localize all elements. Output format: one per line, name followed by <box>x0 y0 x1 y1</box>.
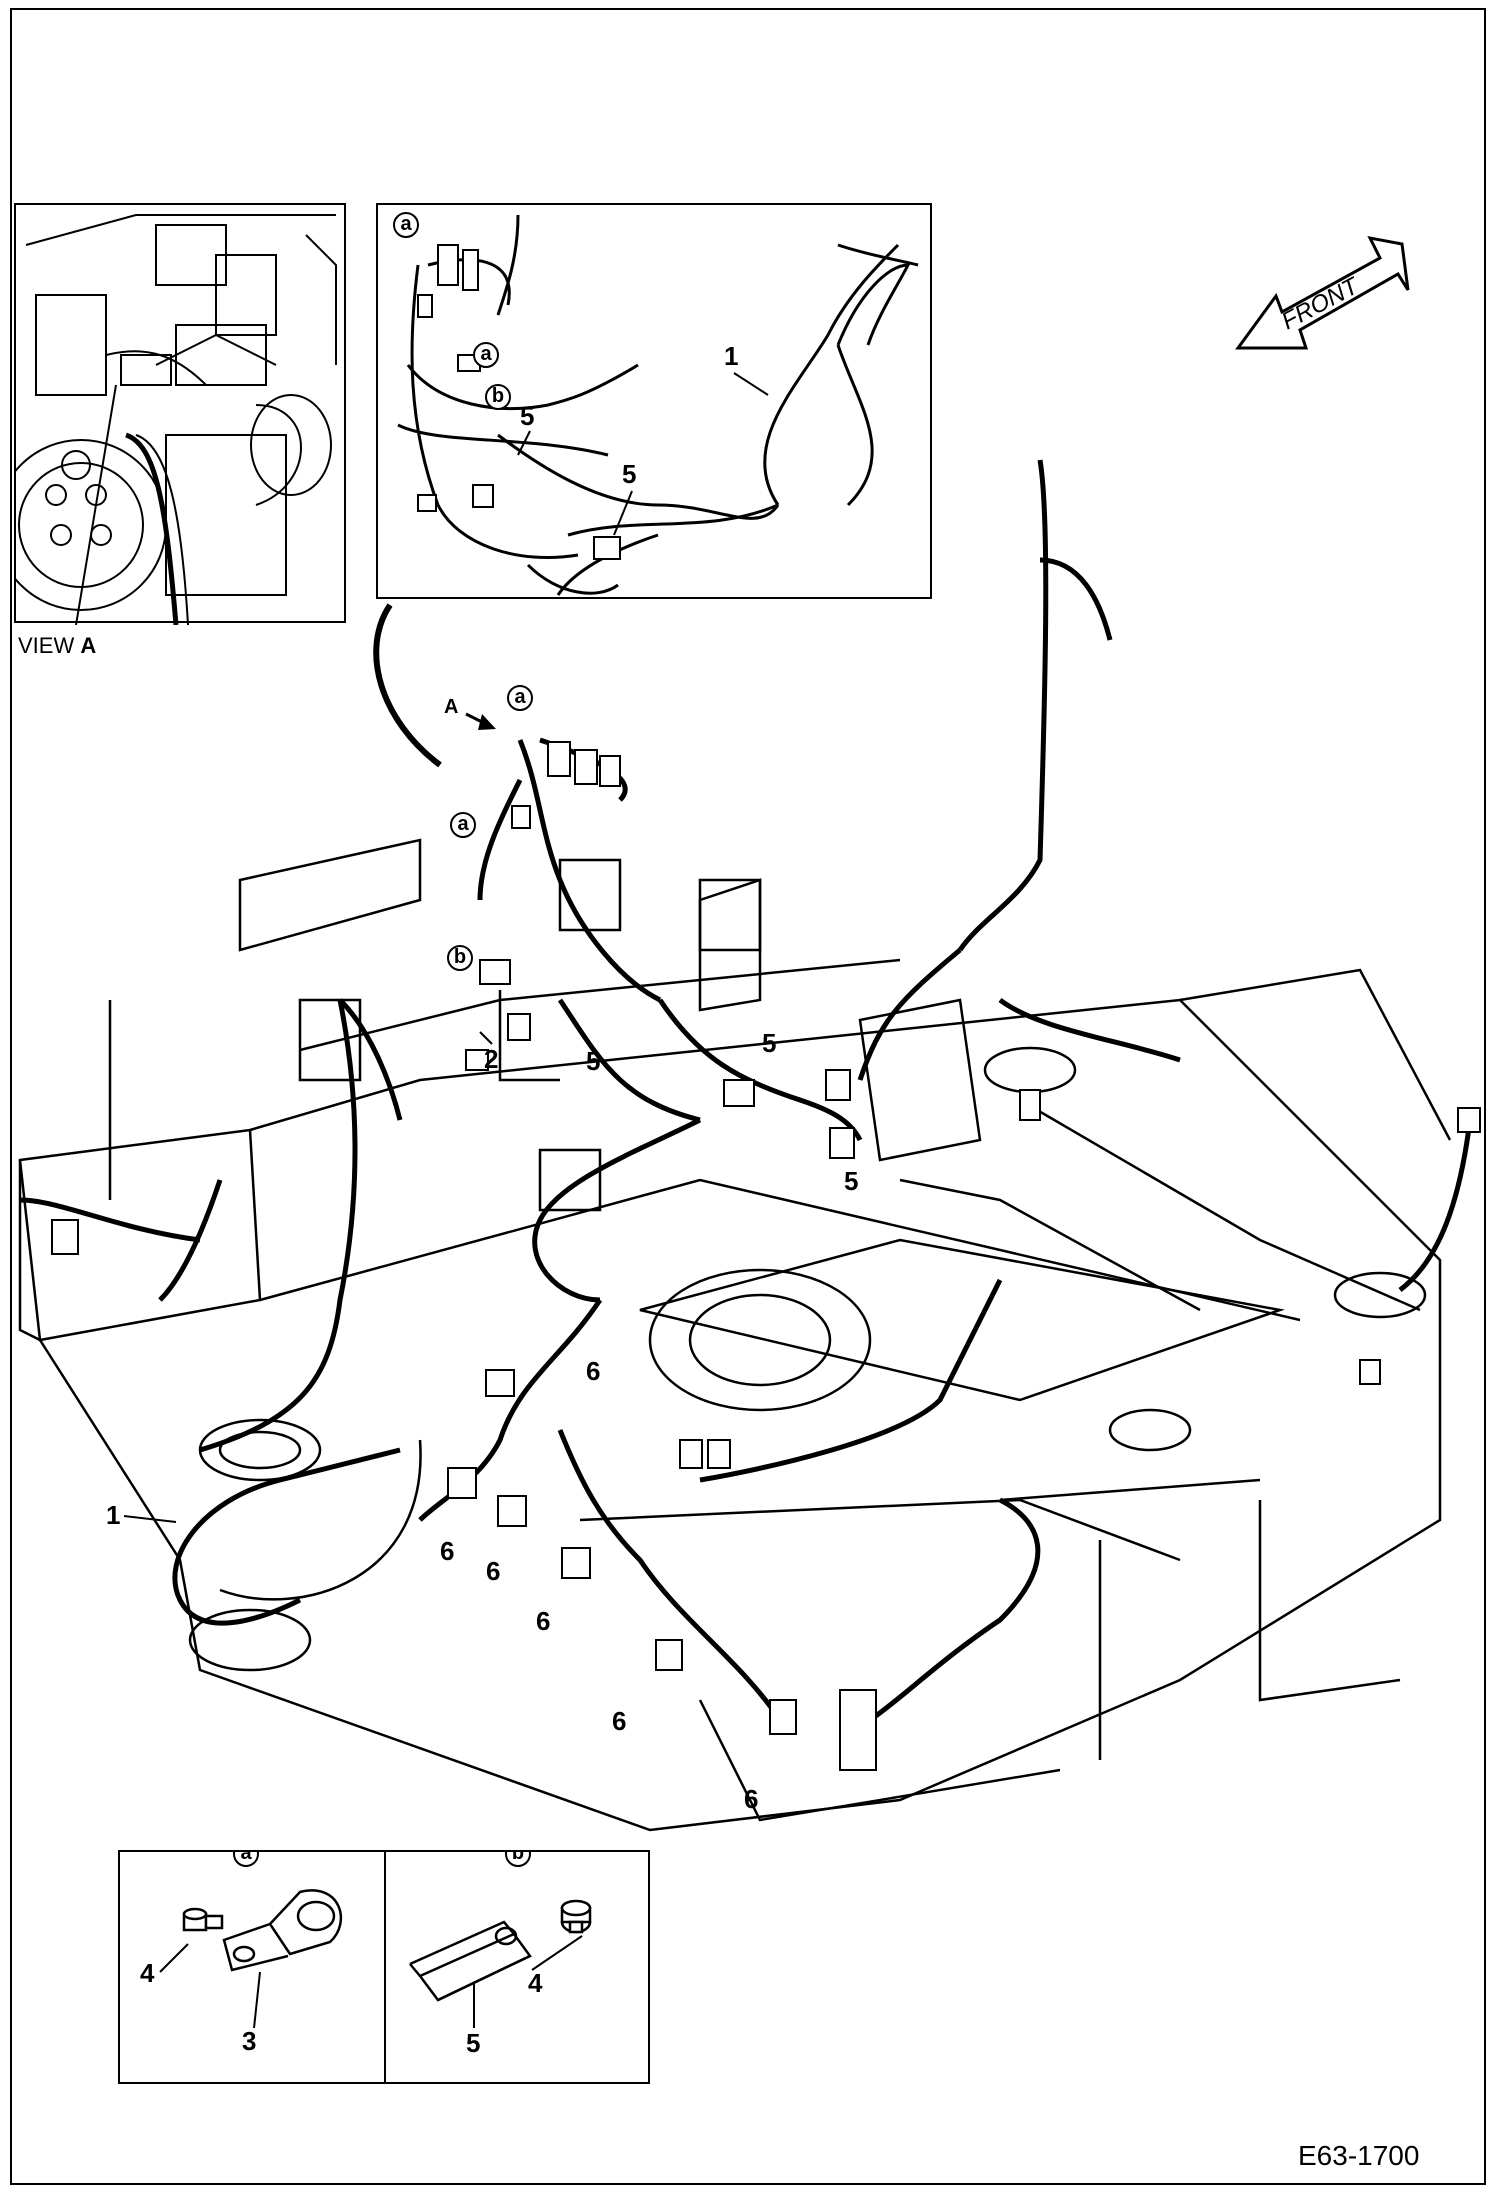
view-a-letter: A <box>80 633 97 658</box>
fastener-detail-drawing: a b 4 <box>140 1852 592 2058</box>
ref-b-detail: b <box>492 385 504 407</box>
view-a-inset <box>14 203 346 625</box>
routing-detail-inset: a a b 1 5 5 <box>376 203 932 599</box>
fastener-detail-inset: a b 4 <box>118 1850 650 2084</box>
callout-5-bottom: 5 <box>466 2028 480 2058</box>
callout-5-detail-1: 5 <box>520 401 534 431</box>
callout-4-bottom-b: 4 <box>528 1968 543 1998</box>
clamp-graphic <box>222 1889 343 1972</box>
view-a-prefix: VIEW <box>18 633 75 658</box>
ref-b-bottom: b <box>512 1852 524 1864</box>
front-arrow-graphic: FRONT <box>1235 235 1410 350</box>
drawing-code: E63-1700 <box>1298 2140 1420 2171</box>
view-a-caption: VIEW A <box>18 633 96 659</box>
bolt-a-graphic <box>182 1907 224 1932</box>
ref-a-detail-1: a <box>400 213 412 235</box>
view-a-drawing <box>16 214 337 625</box>
ref-a-bottom: a <box>240 1852 252 1864</box>
callout-1-detail: 1 <box>724 341 738 371</box>
callout-5-detail-2: 5 <box>622 459 636 489</box>
callout-4-bottom-a: 4 <box>140 1958 155 1988</box>
front-label: FRONT <box>1277 272 1365 336</box>
strap-graphic <box>409 1920 532 2002</box>
front-direction-arrow: FRONT <box>1230 230 1410 370</box>
detail-divider <box>384 1852 386 2082</box>
drawing-sheet <box>10 8 1486 2185</box>
ref-a-detail-2: a <box>480 343 492 365</box>
bolt-b-graphic <box>560 1899 592 1934</box>
routing-detail-drawing: a a b 1 5 5 <box>393 212 919 596</box>
callout-3-bottom: 3 <box>242 2026 256 2056</box>
